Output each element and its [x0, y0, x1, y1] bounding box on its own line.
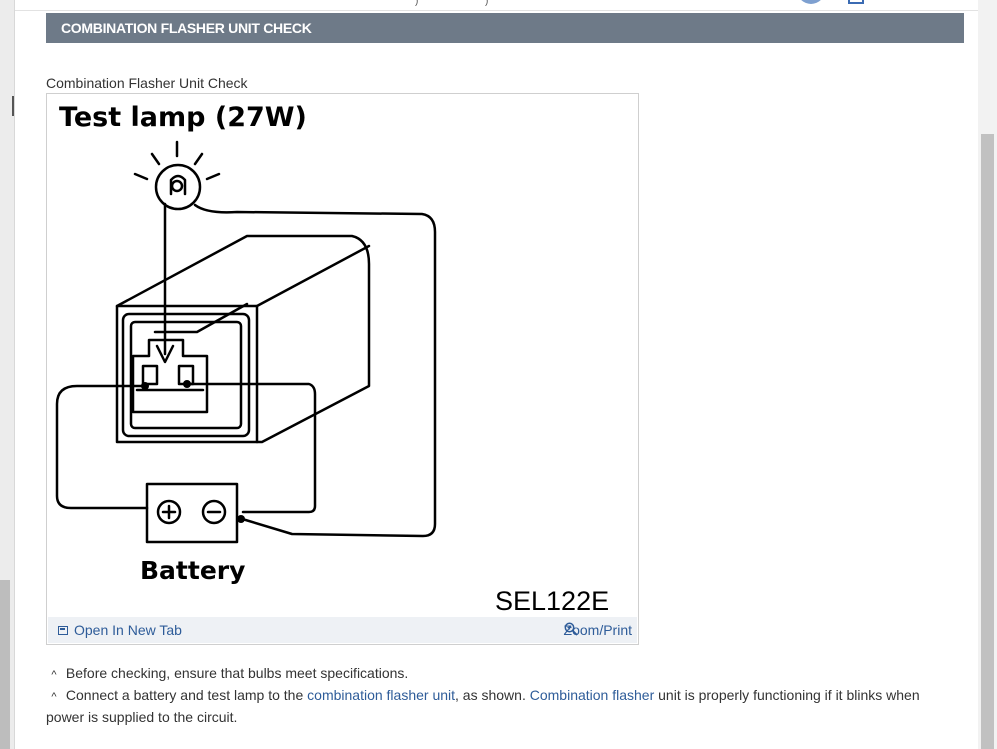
figure-container: Test lamp (27W) Battery SEL122E Open In … — [46, 93, 639, 645]
instruction-text: , as shown. — [455, 687, 530, 703]
vertical-scrollbar[interactable] — [978, 0, 997, 749]
content-panel: ) ) COMBINATION FLASHER UNIT CHECK Combi… — [14, 0, 979, 749]
instruction-text: Connect a battery and test lamp to the — [65, 687, 308, 703]
combination-flasher-link[interactable]: Combination flasher — [529, 687, 655, 703]
zoom-print-label: Zoom/Print — [563, 622, 632, 638]
section-header: COMBINATION FLASHER UNIT CHECK — [46, 13, 964, 43]
left-edge-marker — [12, 96, 14, 116]
toolbar-glyph: ) — [415, 0, 419, 7]
instruction-text: Before checking, ensure that bulbs meet … — [65, 665, 409, 681]
zoom-print-link[interactable]: Zoom/Print — [564, 622, 632, 638]
test-lamp-label: Test lamp (27W) — [59, 102, 307, 133]
top-toolbar-edge: ) ) — [15, 0, 979, 11]
instruction-text: unit is properly functioning if it blink… — [46, 687, 920, 725]
open-in-new-tab-link[interactable]: Open In New Tab — [58, 622, 182, 638]
instructions: ^ Before checking, ensure that bulbs mee… — [46, 663, 956, 727]
instruction-item: ^ Connect a battery and test lamp to the… — [46, 685, 956, 727]
figure-footer: Open In New Tab Zoom/Print — [48, 617, 637, 643]
open-tab-icon — [58, 625, 68, 635]
figure-caption: Combination Flasher Unit Check — [46, 75, 248, 91]
battery-label: Battery — [140, 556, 245, 585]
bullet-icon: ^ — [51, 669, 57, 681]
instruction-item: ^ Before checking, ensure that bulbs mee… — [46, 663, 956, 685]
combination-flasher-unit-link[interactable]: combination flasher unit — [307, 687, 456, 703]
wiring-diagram: Test lamp (27W) Battery SEL122E — [55, 102, 609, 616]
figure-code: SEL122E — [495, 586, 609, 616]
left-edge — [0, 0, 14, 749]
open-in-new-tab-label: Open In New Tab — [74, 622, 182, 638]
bullet-icon: ^ — [51, 691, 57, 703]
toolbar-icon[interactable] — [848, 0, 864, 4]
zoom-icon — [564, 622, 578, 636]
scrollbar-thumb[interactable] — [981, 134, 994, 749]
user-avatar-icon[interactable] — [797, 0, 825, 4]
toolbar-glyph: ) — [485, 0, 489, 7]
left-edge-bar — [0, 580, 10, 749]
